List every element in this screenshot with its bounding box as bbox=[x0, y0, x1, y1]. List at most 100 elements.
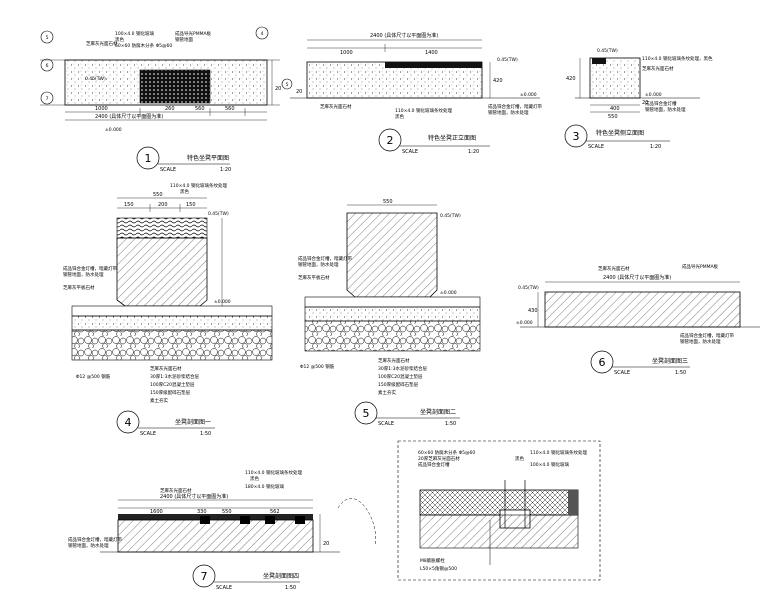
drawing-6-section-3: 2400 (具体尺寸以平面图为准) 430 0.45(TW) ±0.000 芝麻… bbox=[516, 263, 760, 376]
dimension: 2400 (具体尺寸以平面图为准) bbox=[95, 113, 163, 120]
callout-note: 60×60 防腐木分条 Φ5@60 bbox=[115, 42, 172, 49]
drawing-number: 7 bbox=[201, 570, 208, 583]
dimension: 2400 (具体尺寸以平面图为准) bbox=[370, 32, 438, 39]
callout-note: 110×4.0 钢化玻璃条纹处理 bbox=[395, 107, 452, 114]
callout-note: 黑色 bbox=[395, 113, 404, 120]
callout-note: 芝麻灰光面石材 bbox=[160, 487, 192, 494]
callout-note: 成品导光PMMA板 bbox=[682, 263, 719, 270]
drawing-4-section-1: 550 150 200 150 0.45(TW) ±0.000 110×4.0 … bbox=[63, 182, 273, 437]
callout-note: 100厚C20混凝土垫层 bbox=[150, 381, 195, 388]
callout-note: Φ12 @500 钢筋 bbox=[300, 363, 335, 370]
grid-bubble-label: 7 bbox=[46, 96, 49, 102]
dimension: 550 bbox=[222, 509, 232, 515]
callout-note: 60×60 防腐木分条 Φ5@60 bbox=[418, 449, 475, 456]
callout-note: 芝麻灰光面石材 bbox=[642, 65, 674, 72]
dimension: 150 bbox=[124, 202, 134, 208]
dimension: 420 bbox=[566, 76, 576, 82]
dimension: 330 bbox=[197, 509, 207, 515]
callout-note: 100×4.0 钢化玻璃 bbox=[530, 461, 569, 468]
callout-note: M8膨胀螺栓 bbox=[420, 557, 445, 564]
drawing-title: 坐凳剖面图二 bbox=[420, 408, 456, 416]
drawing-title: 坐凳剖面图四 bbox=[263, 572, 299, 580]
callout-note: 100×4.0 钢化玻璃 bbox=[115, 30, 154, 37]
level-mark: ±0.000 bbox=[520, 92, 537, 98]
callout-note: 芝麻灰平板石材 bbox=[298, 274, 330, 281]
scale-label: SCALE bbox=[160, 167, 176, 173]
grid-bubble-label: 6 bbox=[46, 63, 49, 69]
drawing-number: 6 bbox=[599, 356, 606, 369]
dimension: 1600 bbox=[150, 509, 163, 515]
callout-note: 110×4.0 钢化玻璃条纹处理 bbox=[530, 449, 587, 456]
dimension: 2400 (具体尺寸以平面图为准) bbox=[603, 274, 671, 281]
drawing-number: 3 bbox=[573, 130, 580, 143]
dimension: 20 bbox=[296, 89, 302, 95]
level-mark: 0.45(TW) bbox=[597, 48, 618, 54]
callout-note: 30厚1:3水泥砂浆结合层 bbox=[150, 373, 199, 380]
dimension: 400 bbox=[610, 106, 620, 112]
callout-note: 110×4.0 钢化玻璃条纹处理 bbox=[170, 182, 227, 189]
level-mark: ±0.000 bbox=[214, 299, 231, 305]
callout-note: 钢管地面，防水处理 bbox=[298, 261, 339, 268]
callout-note: 成品锌合金灯槽，暗藏灯带 bbox=[298, 255, 352, 262]
callout-note: 150厚级配碎石垫层 bbox=[378, 381, 419, 388]
scale-value: 1:20 bbox=[468, 149, 479, 155]
drawing-2-front-elevation: 2400 (具体尺寸以平面图为准) 1000 1400 20 420 0.45(… bbox=[290, 32, 542, 155]
scale-value: 1:50 bbox=[445, 421, 456, 427]
callout-note: L50×5角钢@500 bbox=[420, 565, 457, 572]
grid-bubble-label: 4 bbox=[261, 31, 264, 37]
callout-note: 芝麻灰光面石材 bbox=[598, 265, 630, 272]
callout-note: 芝麻灰光面石材 bbox=[86, 40, 118, 47]
dimension: 562 bbox=[270, 509, 280, 515]
callout-note: 钢管地面，防水处理 bbox=[68, 542, 109, 549]
scale-value: 1:20 bbox=[220, 167, 231, 173]
scale-value: 1:20 bbox=[650, 144, 661, 150]
drawing-5-section-2: 550 0.45(TW) ±0.000 成品锌合金灯槽，暗藏灯带 钢管地面，防水… bbox=[298, 199, 481, 427]
scale-label: SCALE bbox=[378, 421, 394, 427]
level-mark: 0.45(TW) bbox=[85, 76, 106, 82]
callout-note: 180×4.0 钢化玻璃 bbox=[245, 483, 284, 490]
callout-note: 黑色 bbox=[515, 455, 524, 462]
enlarged-detail-box: 60×60 防腐木分条 Φ5@60 20厚芝麻灰光面石材 成品锌合金灯槽 黑色 … bbox=[397, 440, 601, 581]
callout-note: 20厚芝麻灰光面石材 bbox=[418, 455, 460, 462]
callout-note: 100厚C20混凝土垫层 bbox=[378, 373, 423, 380]
drawing-title: 特色坐凳正立面图 bbox=[428, 134, 476, 142]
dimension: 1000 bbox=[340, 50, 353, 56]
callout-note: 黑色 bbox=[180, 188, 189, 195]
scale-value: 1:50 bbox=[285, 585, 296, 591]
level-mark: 0.45(TW) bbox=[497, 57, 518, 63]
callout-note: 钢管地面，防水处理 bbox=[488, 109, 529, 116]
level-mark: ±0.000 bbox=[440, 290, 457, 296]
drawing-title: 坐凳剖面图一 bbox=[175, 418, 211, 426]
level-mark: ±0.000 bbox=[645, 92, 662, 98]
scale-label: SCALE bbox=[216, 585, 232, 591]
scale-label: SCALE bbox=[402, 149, 418, 155]
drawing-number: 5 bbox=[363, 407, 370, 420]
drawing-number: 1 bbox=[145, 152, 152, 165]
callout-note: 黑色 bbox=[250, 475, 259, 482]
level-mark: 0.45(TW) bbox=[440, 213, 461, 219]
dimension: 1400 bbox=[425, 50, 438, 56]
scale-value: 1:50 bbox=[200, 431, 211, 437]
callout-note: 素土夯实 bbox=[378, 389, 396, 396]
level-mark: 0.45(TW) bbox=[518, 285, 539, 291]
grid-bubble bbox=[40, 30, 54, 44]
callout-note: 成品锌合金灯槽 bbox=[418, 461, 450, 468]
callout-note: 成品锌合金灯槽，暗藏灯带 bbox=[68, 536, 122, 543]
level-mark: ±0.000 bbox=[516, 320, 533, 326]
dimension: 550 bbox=[153, 192, 163, 198]
scale-label: SCALE bbox=[140, 431, 156, 437]
dimension: 560 bbox=[225, 106, 235, 112]
callout-note: 芝麻灰光面石材 bbox=[150, 365, 182, 372]
drawing-number-bubble bbox=[136, 146, 160, 170]
dimension: 420 bbox=[493, 78, 503, 84]
callout-note: 成品锌合金灯槽 bbox=[645, 100, 677, 107]
callout-note: 钢管地面 bbox=[175, 36, 193, 43]
callout-note: 芝麻灰光面石材 bbox=[320, 103, 352, 110]
grid-bubble-label: 5 bbox=[286, 82, 289, 88]
dimension: 200 bbox=[158, 202, 168, 208]
callout-note: 钢管地面，防水处理 bbox=[63, 271, 104, 278]
callout-note: 150厚级配碎石垫层 bbox=[150, 389, 191, 396]
scale-label: SCALE bbox=[614, 370, 630, 376]
scale-value: 1:50 bbox=[675, 370, 686, 376]
